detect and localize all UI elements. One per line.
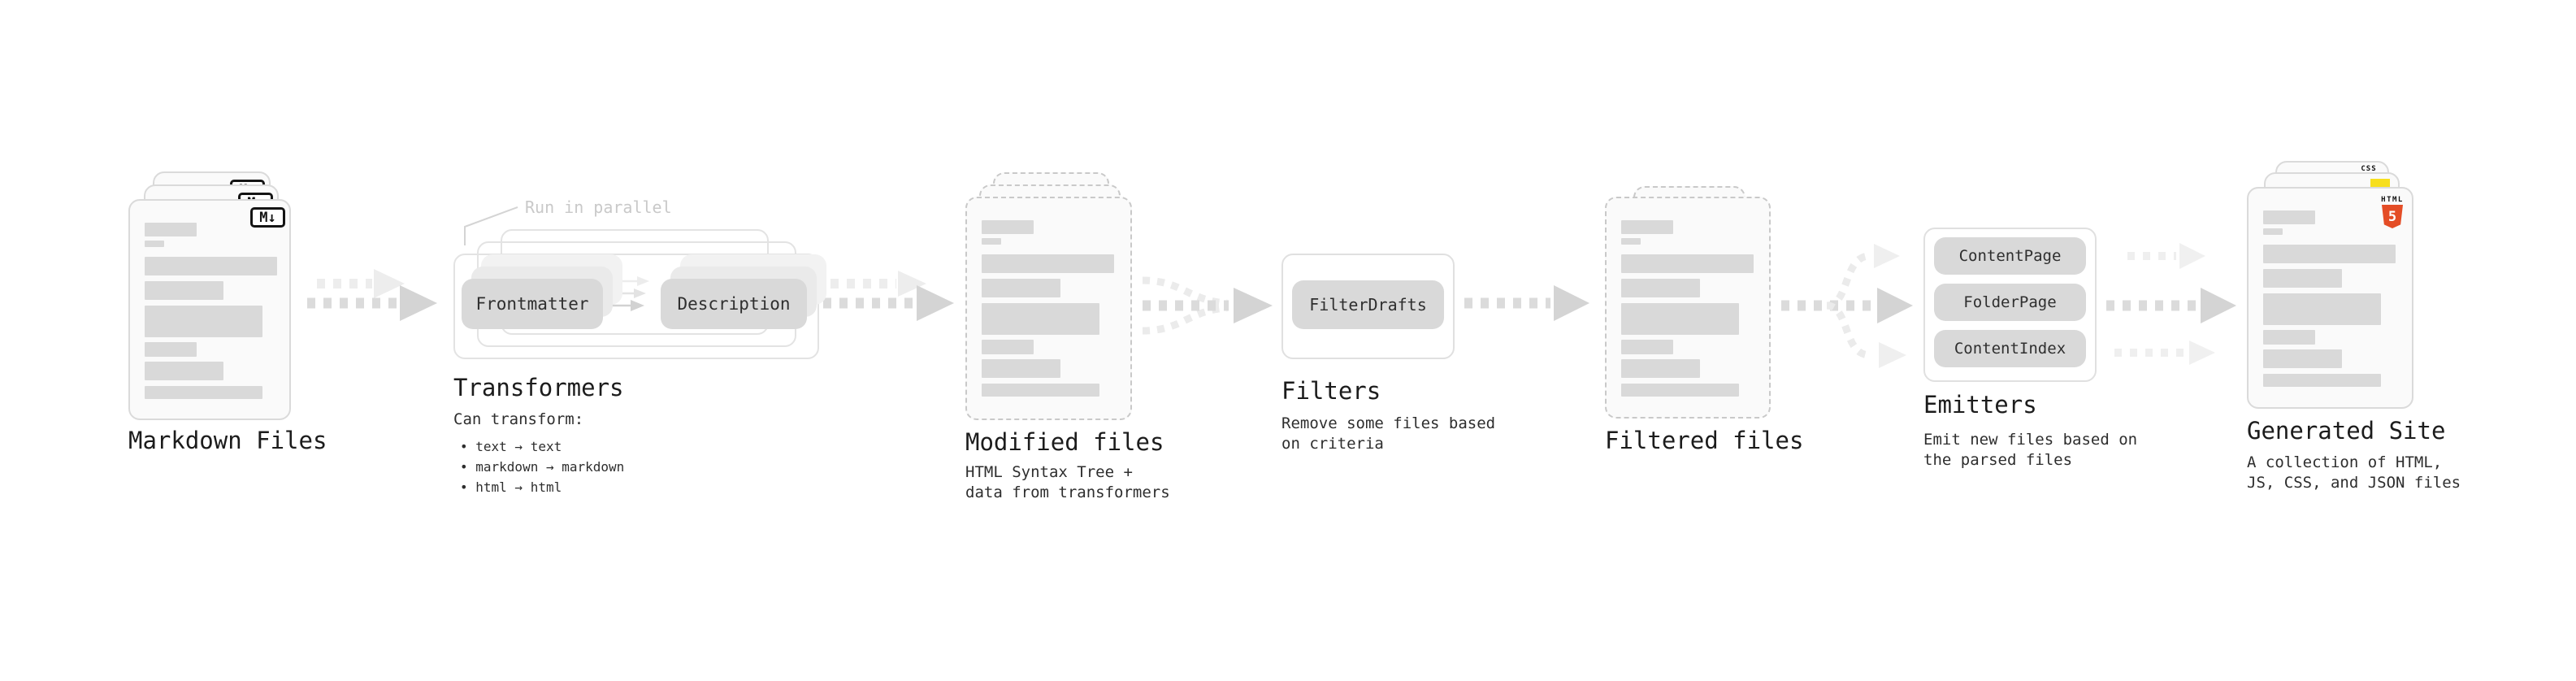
css-icon-label: CSS xyxy=(2361,165,2377,173)
bullet-item: • markdown → markdown xyxy=(460,459,625,475)
contentindex-pill: ContentIndex xyxy=(1934,330,2086,367)
file-content-placeholder xyxy=(2263,210,2396,387)
modified-files-subtitle: HTML Syntax Tree + data from transformer… xyxy=(965,463,1170,501)
stage-title-emitters: Emitters xyxy=(1923,391,2037,419)
generated-site-subtitle: A collection of HTML, JS, CSS, and JSON … xyxy=(2247,453,2461,492)
bullet-item: • html → html xyxy=(460,479,562,495)
transformers-description: Can transform: xyxy=(453,410,584,428)
stage-title-modified-files: Modified files xyxy=(965,428,1164,456)
stage-title-markdown-files: Markdown Files xyxy=(128,427,327,454)
file-content-placeholder xyxy=(982,220,1114,397)
html5-shield: 5 xyxy=(2382,205,2403,228)
arrow-fan-out-to-emitters xyxy=(1781,244,1913,368)
arrow-fan-in-to-filters xyxy=(1142,276,1273,335)
html5-numeral: 5 xyxy=(2387,208,2397,225)
stage-title-filters: Filters xyxy=(1281,377,1381,405)
html5-icon: HTML 5 xyxy=(2379,196,2405,228)
description-pill: Description xyxy=(661,279,807,329)
contentpage-pill: ContentPage xyxy=(1934,237,2086,275)
stage-title-transformers: Transformers xyxy=(453,374,624,401)
folderpage-pill: FolderPage xyxy=(1934,284,2086,321)
filters-subtitle: Remove some files based on criteria xyxy=(1281,414,1496,453)
transformer-layer-box-front xyxy=(453,254,819,359)
markdown-file-card-front: M↓ xyxy=(128,199,291,420)
frontmatter-pill: Frontmatter xyxy=(462,279,603,329)
markdown-icon: M↓ xyxy=(250,207,285,228)
arrow-markdown-to-transformers xyxy=(307,269,437,321)
arrow-filters-to-filtered xyxy=(1464,285,1589,321)
run-in-parallel-annotation: Run in parallel xyxy=(525,197,672,217)
stage-title-generated-site: Generated Site xyxy=(2247,417,2446,445)
file-content-placeholder xyxy=(1621,220,1754,397)
arrows-emitters-to-site xyxy=(2106,243,2236,365)
emitters-subtitle: Emit new files based on the parsed files xyxy=(1923,431,2138,469)
modified-file-card-front xyxy=(965,197,1132,420)
filterdrafts-pill: FilterDrafts xyxy=(1292,280,1444,329)
arrow-transformers-to-modified xyxy=(823,271,954,321)
site-file-card-html: HTML 5 xyxy=(2247,187,2413,409)
transformers-bullet-list: • text → text • markdown → markdown • ht… xyxy=(460,436,624,497)
file-content-placeholder xyxy=(145,223,277,399)
stage-title-filtered-files: Filtered files xyxy=(1605,427,1804,454)
filtered-file-card-front xyxy=(1605,197,1771,419)
bullet-item: • text → text xyxy=(460,439,562,454)
html5-wordmark: HTML xyxy=(2381,196,2404,204)
